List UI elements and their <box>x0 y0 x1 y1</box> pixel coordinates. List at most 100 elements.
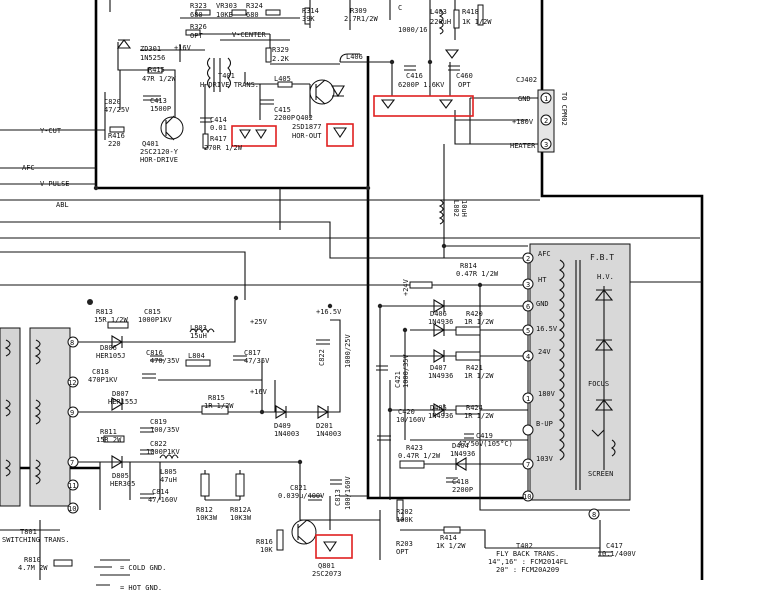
c816-value: 470/35V <box>150 357 180 365</box>
c413-ref: C413 <box>150 97 167 105</box>
l805-ref: L805 <box>160 468 177 476</box>
t801-pin-9: 9 <box>70 409 74 417</box>
l805-value: 47uH <box>160 476 177 484</box>
c420-value: 10/160V <box>396 416 426 424</box>
c814-ref: C814 <box>152 488 169 496</box>
c820-value: 47/25V <box>104 106 130 114</box>
q402-value: 2SD1877 <box>292 123 322 131</box>
connector-cj402: 1 2 3 <box>537 89 555 153</box>
c421-value: 1000/35V <box>402 353 410 388</box>
c421-ref: C421 <box>394 371 402 388</box>
c814-value: 47/160V <box>148 496 178 504</box>
c413-value: 1500P <box>150 105 171 113</box>
abl-line: ABL <box>56 201 69 209</box>
t801-pin-7: 7 <box>70 459 74 467</box>
c-ref: C <box>398 4 402 12</box>
c415-ref: C415 <box>274 106 291 114</box>
d805-ref: D805 <box>112 472 129 480</box>
fbt-pin-4: 4 <box>526 353 530 361</box>
r416-ref: R416 <box>108 132 125 140</box>
c418-ref: C418 <box>452 478 469 486</box>
r423-ref: R423 <box>406 444 423 452</box>
r814-value: 0.47R 1/2W <box>456 270 499 278</box>
r414-value: 1K 1/2W <box>436 542 466 550</box>
r309-ref: R309 <box>350 7 367 15</box>
resistors-capacitors <box>53 4 612 567</box>
t402-ref: T402 <box>516 542 533 550</box>
c416-value: 6200P 1.6KV <box>398 81 445 89</box>
r203-value: OPT <box>396 548 409 556</box>
r812a-ref: R812A <box>230 506 252 514</box>
d201-value: 1N4003 <box>316 430 341 438</box>
r415-ref: R415 <box>148 66 165 74</box>
zd301-value: 1N5256 <box>140 54 165 62</box>
r812a-value: 10K3W <box>230 514 252 522</box>
fbt-pin-7: 7 <box>526 461 530 469</box>
r324-ref: R324 <box>246 2 263 10</box>
d806-ref: D806 <box>100 344 117 352</box>
plus-16v-low: +16V <box>250 388 268 396</box>
v-center: V-CENTER <box>232 31 267 39</box>
l406-ref: L406 <box>346 53 363 61</box>
c819-value: 100/35V <box>150 426 180 434</box>
transistors <box>160 79 345 545</box>
l802-ref: L802 <box>452 200 460 217</box>
flyback-transformer: 2 3 6 5 4 1 7 10 8 AFC HT GND 16.5V 24V … <box>522 243 631 520</box>
c460-value: OPT <box>458 81 471 89</box>
r812-value: 10K3W <box>196 514 218 522</box>
junction-dots <box>87 59 483 465</box>
r813-value: 15R 1/2W <box>94 316 129 324</box>
r810-ref: R810 <box>24 556 41 564</box>
d405-value: 1N4936 <box>428 412 453 420</box>
fbt-pin-3: 3 <box>526 281 530 289</box>
r815-value: 1R 1/2W <box>204 402 234 410</box>
r815-ref: R815 <box>208 394 225 402</box>
d405-ref: D405 <box>430 404 447 412</box>
plus-24v: +24V <box>402 278 410 296</box>
fbt-pin-6: 6 <box>526 303 530 311</box>
c821-value: 0.039u/400V <box>278 492 325 500</box>
fbt-180v: 180V <box>538 390 556 398</box>
to-cpm02: TO CPM02 <box>560 92 568 126</box>
plus-16v-top: +16V <box>174 44 192 52</box>
plus-25v: +25V <box>250 318 268 326</box>
q801-value: 2SC2073 <box>312 570 342 578</box>
fbt-b-up: B-UP <box>536 420 553 428</box>
c-value: 1000/16 <box>398 26 428 34</box>
t401-ref: T401 <box>218 72 235 80</box>
c417-ref: C417 <box>606 542 623 550</box>
c813-ref: C813 <box>334 489 342 506</box>
r324-value: 680 <box>246 11 259 19</box>
cj402-pin-2: 2 <box>544 117 548 125</box>
r323-ref: R323 <box>190 2 207 10</box>
fbt-ht: HT <box>538 276 547 284</box>
y-cut: Y-CUT <box>40 127 62 135</box>
c817-ref: C817 <box>244 349 261 357</box>
fbt-screen: SCREEN <box>588 470 613 478</box>
fbt-103v: 103V <box>536 455 554 463</box>
d404-ref: D404 <box>452 442 469 450</box>
vr303-ref: VR303 <box>216 2 237 10</box>
r326-ref: R326 <box>190 23 207 31</box>
c417-value: 0.1/400V <box>602 550 637 558</box>
cj402-ref: CJ402 <box>516 76 537 84</box>
r323-value: 680 <box>190 11 203 19</box>
r329-value: 2.2K <box>272 55 290 63</box>
c418-value: 2200P <box>452 486 473 494</box>
r420-value: 1R 1/2W <box>464 318 494 326</box>
r424-value: 1R 1/2W <box>464 412 494 420</box>
v-pulse: V-PULSE <box>40 180 70 188</box>
d409-ref: D409 <box>274 422 291 430</box>
c414-ref: C414 <box>210 116 227 124</box>
fbt-pin-2: 2 <box>526 255 530 263</box>
r812-ref: R812 <box>196 506 213 514</box>
d201-ref: D201 <box>316 422 333 430</box>
r314-value: 39K <box>302 15 315 23</box>
cj402-pin-1: 1 <box>544 95 548 103</box>
r421-ref: R421 <box>466 364 483 372</box>
fbt-24v: 24V <box>538 348 551 356</box>
cj402-180v: +180V <box>512 118 534 126</box>
c415-value: 2200P <box>274 114 295 122</box>
switching-transformer: 8 12 9 7 11 10 <box>0 327 79 514</box>
r314-ref: R314 <box>302 7 319 15</box>
